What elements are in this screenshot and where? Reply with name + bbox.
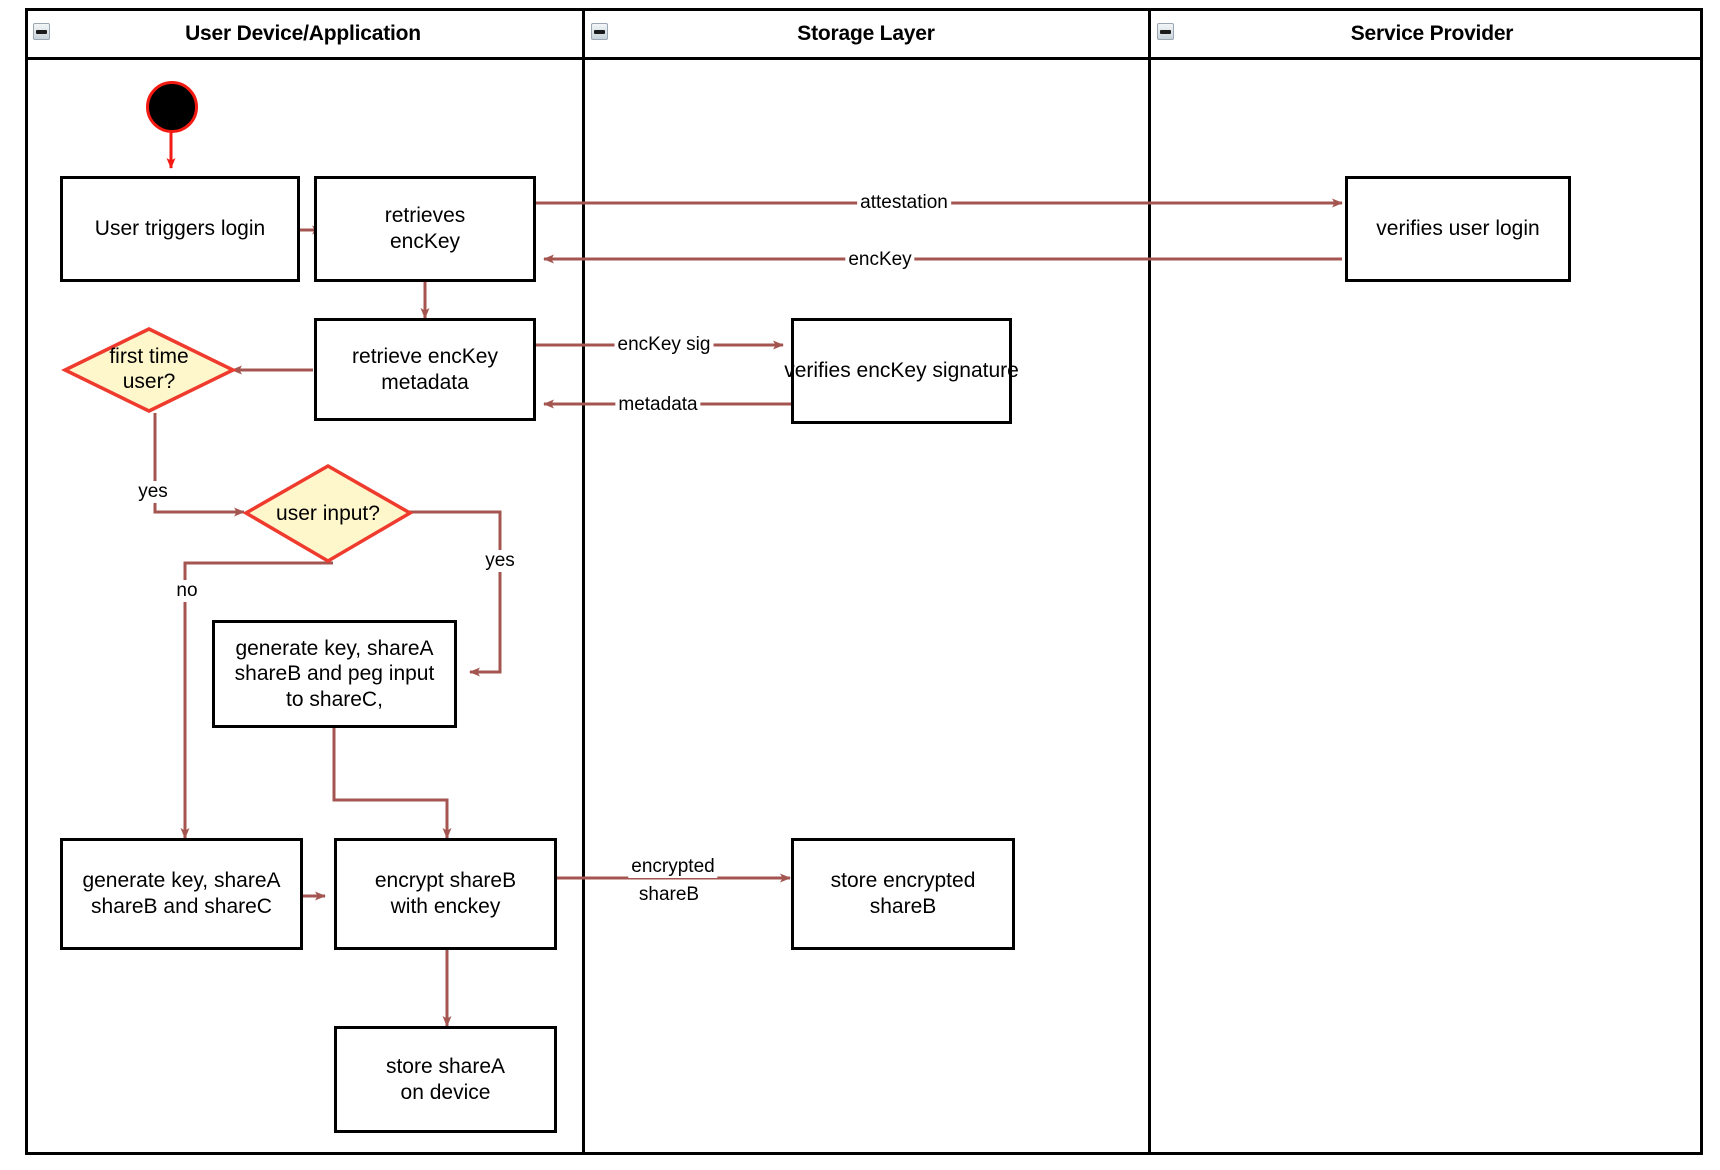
- activity-node-verifies-user-login[interactable]: verifies user login: [1345, 176, 1571, 282]
- minus-icon: [1160, 29, 1171, 34]
- edge-label-yes-first-time: yes: [135, 481, 171, 503]
- activity-node-generate-key-peg-input[interactable]: generate key, shareA shareB and peg inpu…: [212, 620, 457, 728]
- activity-node-retrieves-enckey[interactable]: retrieves encKey: [314, 176, 536, 282]
- lane-title-user-device: User Device/Application: [185, 22, 421, 45]
- activity-node-label: retrieves encKey: [384, 204, 466, 253]
- edge-label-encrypted-shareb-line1: encrypted: [628, 856, 718, 878]
- activity-node-label: encrypt shareB with enckey: [374, 869, 517, 918]
- decision-node-first-time-user[interactable]: first time user?: [61, 327, 237, 413]
- edge-label-attestation: attestation: [857, 192, 951, 214]
- activity-node-label: verifies user login: [1376, 217, 1540, 241]
- decision-node-user-input[interactable]: user input?: [242, 463, 414, 564]
- activity-node-label: generate key, shareA shareB and peg inpu…: [234, 636, 435, 711]
- lane-divider-1: [582, 8, 585, 1155]
- activity-node-encrypt-shareb[interactable]: encrypt shareB with enckey: [334, 838, 557, 950]
- lane-divider-2: [1148, 8, 1151, 1155]
- decision-node-label: user input?: [276, 501, 380, 525]
- edge-label-yes-user-input: yes: [482, 550, 518, 572]
- activity-node-label: store encrypted shareB: [830, 869, 976, 918]
- activity-node-label: generate key, shareA shareB and shareC: [82, 869, 281, 918]
- initial-node[interactable]: [146, 81, 198, 133]
- activity-node-retrieve-enckey-metadata[interactable]: retrieve encKey metadata: [314, 318, 536, 421]
- edge-label-enckey: encKey: [845, 249, 915, 271]
- activity-node-user-triggers-login[interactable]: User triggers login: [60, 176, 300, 282]
- activity-node-label: User triggers login: [94, 217, 266, 241]
- swimlane-frame: [25, 8, 1703, 1155]
- minus-icon: [594, 29, 605, 34]
- lane-collapse-icon-storage-layer[interactable]: [591, 23, 608, 40]
- lane-title-storage-layer: Storage Layer: [797, 22, 935, 45]
- lane-title-service-provider: Service Provider: [1350, 22, 1514, 45]
- activity-node-store-encrypted-shareb[interactable]: store encrypted shareB: [791, 838, 1015, 950]
- decision-node-label: first time user?: [109, 345, 189, 393]
- activity-node-label: store shareA on device: [385, 1054, 506, 1104]
- lane-collapse-icon-service-provider[interactable]: [1157, 23, 1174, 40]
- activity-node-verifies-enckey-signature[interactable]: verifies encKey signature: [784, 318, 1019, 424]
- edge-label-enckey-sig: encKey sig: [614, 334, 714, 356]
- lane-header-rule: [25, 57, 1703, 60]
- lane-collapse-icon-user-device[interactable]: [33, 23, 50, 40]
- activity-node-label: verifies encKey signature: [784, 359, 1019, 383]
- activity-node-label: retrieve encKey metadata: [352, 344, 498, 394]
- activity-node-generate-key-shares[interactable]: generate key, shareA shareB and shareC: [60, 838, 303, 950]
- edge-label-metadata: metadata: [615, 394, 701, 416]
- activity-node-store-sharea-on-device[interactable]: store shareA on device: [334, 1026, 557, 1133]
- edge-label-encrypted-shareb-line2: shareB: [635, 884, 703, 906]
- minus-icon: [36, 29, 47, 34]
- edge-label-no-user-input: no: [173, 580, 201, 602]
